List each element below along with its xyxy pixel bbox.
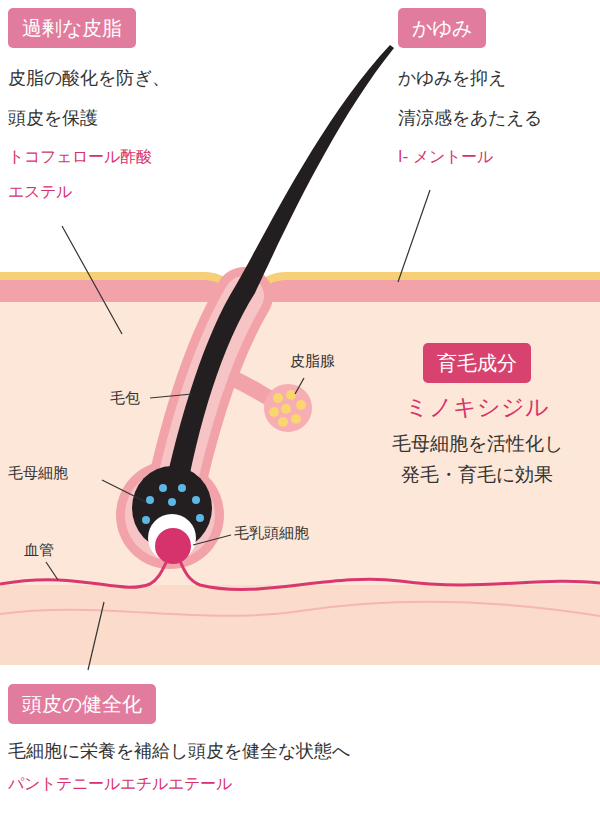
callout-group: 頭皮の健全化毛細胞に栄養を補給し頭皮を健全な状態へパントテニールエチルエテール <box>8 684 598 796</box>
leader-line <box>398 190 430 282</box>
heading-pill: かゆみ <box>398 8 486 48</box>
heading-tag: 育毛成分 <box>364 343 590 383</box>
ingredient-name: トコフェロール酢酸 エステル <box>8 139 178 209</box>
blood-vessel <box>0 602 600 616</box>
part-label: 毛乳頭細胞 <box>234 524 309 542</box>
skin-ground <box>0 280 600 665</box>
leader-line <box>62 226 122 334</box>
sebaceous-gland <box>281 404 291 414</box>
leader-line <box>150 394 192 398</box>
leader-line <box>102 480 146 502</box>
description-text: ミノキシジル <box>364 389 590 426</box>
part-label: 皮脂腺 <box>290 352 335 370</box>
heading-pill: 育毛成分 <box>423 343 531 383</box>
hair-matrix-cells <box>142 516 150 524</box>
ingredient-name: l- メントール <box>398 139 598 174</box>
blood-vessel <box>0 602 600 616</box>
hair-matrix-cells <box>192 496 200 504</box>
hair-matrix-cells <box>146 496 154 504</box>
hair-matrix-cells <box>178 484 186 492</box>
part-label: 毛包 <box>110 389 140 407</box>
hair-matrix-cells <box>142 484 204 564</box>
callout-group: 育毛成分ミノキシジル毛母細胞を活性化し 発毛・育毛に効果 <box>364 343 590 490</box>
leader-line <box>193 535 231 545</box>
callout-group: かゆみかゆみを抑え 清涼感をあたえるl- メントール <box>398 8 598 174</box>
sebaceous-gland <box>296 400 306 410</box>
description-text: 毛細胞に栄養を補給し頭皮を健全な状態へ <box>8 736 598 767</box>
part-label: 毛母細胞 <box>8 464 68 482</box>
ingredient-name: 毛母細胞を活性化し 発毛・育毛に効果 <box>377 428 577 491</box>
heading-tag: かゆみ <box>398 8 598 48</box>
follicle-sheath <box>116 461 224 569</box>
description-text: かゆみを抑え 清涼感をあたえる <box>398 58 588 137</box>
heading-tag: 過剰な皮脂 <box>8 8 288 48</box>
sebaceous-gland <box>286 390 296 400</box>
hair-shaft <box>162 45 394 505</box>
sebaceous-gland <box>273 393 283 403</box>
hair-matrix-cells <box>155 528 191 564</box>
skin-ground <box>0 585 600 665</box>
callout-group: 過剰な皮脂皮脂の酸化を防ぎ、 頭皮を保護トコフェロール酢酸 エステル <box>8 8 288 210</box>
heading-tag: 頭皮の健全化 <box>8 684 598 724</box>
leader-line <box>46 190 430 670</box>
sebaceous-gland <box>264 384 312 432</box>
ingredient-name: パントテニールエチルエテール <box>8 771 598 797</box>
sebaceous-gland <box>278 417 288 427</box>
description-text: 皮脂の酸化を防ぎ、 頭皮を保護 <box>8 58 208 137</box>
sebaceous-gland <box>264 384 312 432</box>
sebaceous-gland <box>269 407 279 417</box>
heading-pill: 頭皮の健全化 <box>8 684 156 724</box>
blood-vessel <box>0 561 600 590</box>
hair-matrix-cells <box>159 484 167 492</box>
hair-matrix-cells <box>196 514 204 522</box>
blood-vessel <box>0 561 600 590</box>
sebaceous-gland <box>291 414 301 424</box>
skin-ground <box>0 280 600 302</box>
hair-matrix-cells <box>168 498 176 506</box>
skin-ground <box>0 276 232 292</box>
skin-ground <box>258 276 600 292</box>
leader-line <box>46 562 58 580</box>
leader-line <box>88 602 104 670</box>
skin-ground <box>0 276 600 665</box>
part-label: 血管 <box>24 541 54 559</box>
leader-line <box>295 378 304 394</box>
hair-shaft <box>132 45 394 550</box>
heading-pill: 過剰な皮脂 <box>8 8 136 48</box>
